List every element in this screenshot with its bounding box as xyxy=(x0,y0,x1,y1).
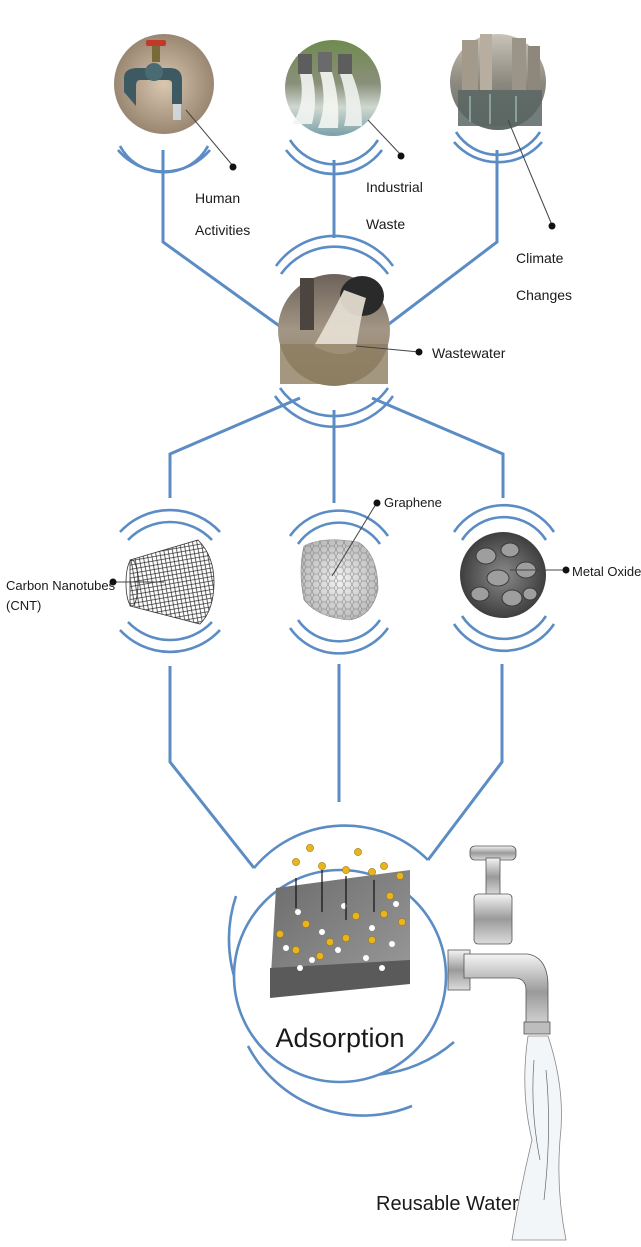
discharge-pipes xyxy=(292,52,362,128)
connector-cnt-adsorption xyxy=(170,666,254,868)
climate-label-line2: Changes xyxy=(516,287,572,303)
cnt-label-line2: (CNT) xyxy=(6,598,41,613)
industrial-label-line2: Waste xyxy=(366,216,405,232)
human-label-line2: Activities xyxy=(195,222,250,238)
adsorption-label: Adsorption xyxy=(275,1023,404,1053)
nanomaterial-metal-oxide: Metal Oxide NPs xyxy=(454,505,641,651)
source-human-activities: Human Activities xyxy=(114,34,250,238)
connector-metal-adsorption xyxy=(428,664,502,860)
adsorption-node: Adsorption xyxy=(229,826,454,1116)
tap-water-icon xyxy=(448,846,566,1240)
connector-to-metal-oxide xyxy=(372,398,503,498)
connector-lines xyxy=(163,150,503,868)
source-industrial-waste: Industrial Waste xyxy=(285,40,423,232)
nanomaterial-graphene: Graphene xyxy=(290,495,442,653)
human-label-line1: Human xyxy=(195,190,240,206)
wastewater-node: Wastewater xyxy=(275,236,506,427)
graphene-sheet-icon xyxy=(301,540,378,620)
connector-to-cnt xyxy=(170,398,300,498)
graphene-label: Graphene xyxy=(384,495,442,510)
metal-oxide-label: Metal Oxide NPs xyxy=(572,564,641,579)
reusable-water-label: Reusable Water xyxy=(376,1193,519,1215)
adsorbent-surface-icon xyxy=(270,844,410,998)
climate-label-line1: Climate xyxy=(516,250,564,266)
wastewater-label: Wastewater xyxy=(432,345,506,361)
industrial-label-line1: Industrial xyxy=(366,179,423,195)
cnt-label-line1: Carbon Nanotubes xyxy=(6,578,116,593)
nanomaterial-cnt: Carbon Nanotubes (CNT) xyxy=(6,510,220,652)
connector-human xyxy=(163,150,285,330)
connector-climate xyxy=(381,150,497,330)
